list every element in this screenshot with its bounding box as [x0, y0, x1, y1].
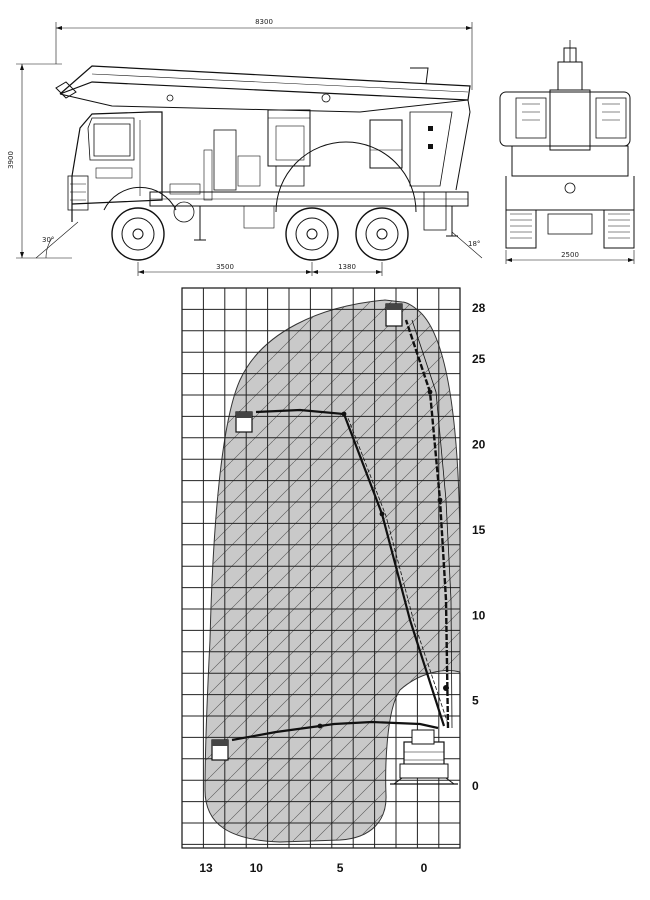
boom-mid: [235, 408, 449, 727]
height-tick-label: 25: [472, 352, 486, 366]
truck-silhouette: [390, 729, 458, 785]
length-label: 8300: [255, 18, 273, 26]
height-tick-label: 20: [472, 438, 486, 452]
width-dimension: 2500: [505, 250, 635, 264]
approach-angle: 30°: [35, 221, 79, 259]
height-label: 3900: [7, 151, 15, 169]
outreach-tick-label: 0: [421, 861, 428, 875]
height-tick-label: 0: [472, 779, 479, 793]
side-view-drawing: 8300 3900 30° 18°: [7, 18, 483, 276]
height-tick-label: 10: [472, 608, 486, 622]
outreach-tick-label: 10: [250, 861, 264, 875]
width-label: 2500: [561, 251, 579, 259]
outreach-tick-label: 13: [199, 861, 213, 875]
folded-boom: [55, 65, 471, 113]
rear-wheel-2: [355, 207, 409, 261]
height-tick-label: 5: [472, 694, 479, 708]
height-axis-labels: 28 25 20 15 10 5 0: [472, 301, 486, 793]
tandem-label: 1380: [338, 263, 356, 271]
height-tick-label: 28: [472, 301, 486, 315]
wheelbase-dimension: 3500 1380: [137, 262, 383, 276]
rear-wheel-1: [285, 207, 339, 261]
rear-view-drawing: 2500: [499, 40, 635, 264]
departure-angle-label: 18°: [468, 240, 480, 248]
length-dimension: 8300: [55, 18, 473, 90]
truck-cab: [67, 111, 163, 222]
outreach-tick-label: 5: [337, 861, 344, 875]
wheelbase-label: 3500: [216, 263, 234, 271]
height-dimension: 3900: [7, 63, 72, 259]
outreach-axis-labels: 13 10 5 0: [199, 861, 427, 875]
working-range-diagram: 28 25 20 15 10 5 0 13 10 5 0: [181, 287, 486, 875]
front-wheel: [111, 207, 165, 261]
boom-low: [211, 720, 439, 761]
height-tick-label: 15: [472, 523, 486, 537]
approach-angle-label: 30°: [42, 236, 54, 244]
